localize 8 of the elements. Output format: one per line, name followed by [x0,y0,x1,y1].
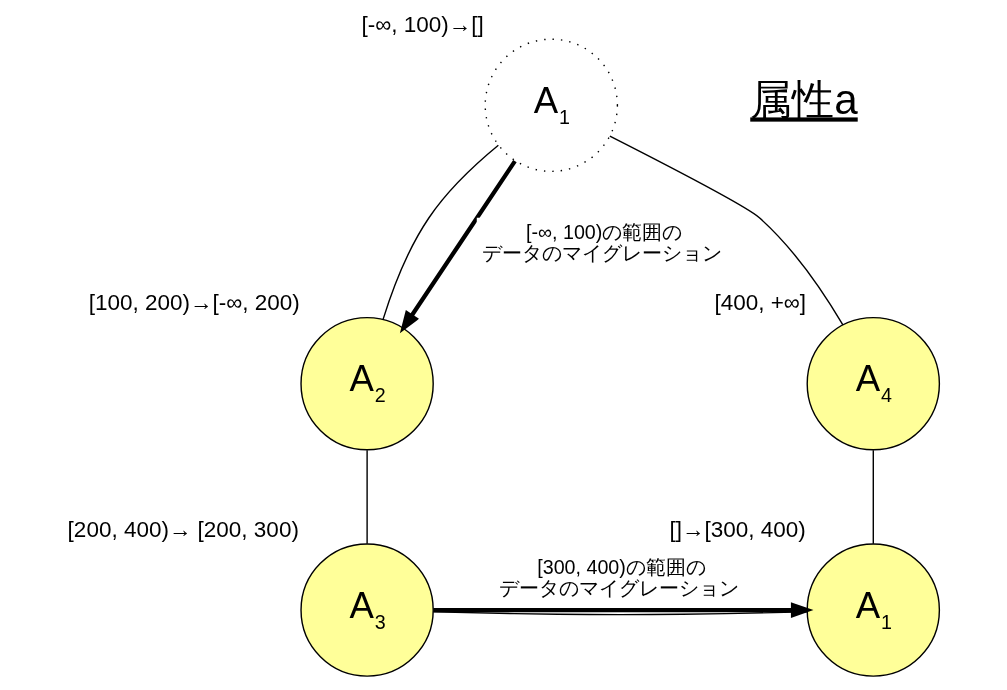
node-label: [100, 200)→[-∞, 200) [88,290,300,316]
label: 属性a [750,76,858,124]
node-label: [200, 400)→ [200, 300) [67,516,299,542]
edge-label: [-∞, 100)の範囲のデータのマイグレーション [482,221,723,265]
node-label: [400, +∞] [714,290,807,316]
node-label: []→[300, 400) [669,516,806,542]
edge-label: [300, 400)の範囲のデータのマイグレーション [499,555,740,599]
node-label: [-∞, 100)→[] [361,11,484,37]
